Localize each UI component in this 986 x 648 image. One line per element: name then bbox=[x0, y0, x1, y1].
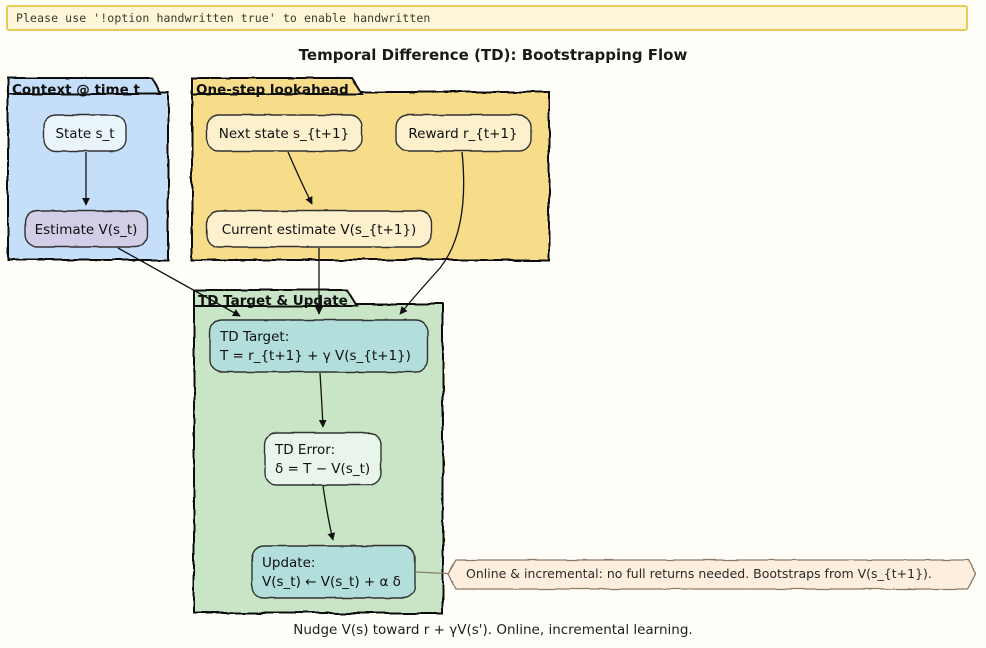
node-td-error-line-1: TD Error: bbox=[274, 442, 335, 458]
edge-estimate-to-td-target bbox=[117, 247, 241, 317]
node-update-rule[interactable]: Update: V(s_t) ← V(s_t) + α δ bbox=[251, 545, 416, 599]
node-next-state-label: Next state s_{t+1} bbox=[219, 126, 349, 142]
node-reward-box bbox=[395, 114, 532, 152]
node-next-state[interactable]: Next state s_{t+1} bbox=[206, 114, 363, 152]
node-update-rule-line-1: Update: bbox=[262, 555, 315, 571]
cluster-lookahead-tab bbox=[191, 77, 364, 95]
handwritten-option-banner: Please use '!option handwritten true' to… bbox=[6, 5, 968, 31]
node-current-estimate-label: Current estimate V(s_{t+1}) bbox=[222, 222, 417, 238]
cluster-context-label: Context @ time t bbox=[12, 82, 140, 98]
node-td-target-box bbox=[209, 319, 429, 373]
note-online-box bbox=[447, 559, 977, 590]
banner-message: Please use '!option handwritten true' to… bbox=[16, 11, 431, 25]
node-td-error[interactable]: TD Error: δ = T − V(s_t) bbox=[264, 432, 382, 486]
node-current-estimate[interactable]: Current estimate V(s_{t+1}) bbox=[206, 210, 432, 248]
cluster-update-label: TD Target & Update bbox=[198, 293, 348, 309]
edge-td-error-to-update bbox=[322, 485, 336, 541]
node-estimate-label: Estimate V(s_t) bbox=[35, 222, 138, 238]
node-next-state-box bbox=[206, 114, 363, 152]
node-state[interactable]: State s_t bbox=[43, 114, 127, 152]
note-online: Online & incremental: no full returns ne… bbox=[447, 559, 977, 590]
note-online-text: Online & incremental: no full returns ne… bbox=[466, 566, 932, 581]
node-reward[interactable]: Reward r_{t+1} bbox=[395, 114, 532, 152]
edge-reward-to-td-target bbox=[399, 151, 465, 315]
cluster-context-tab bbox=[7, 77, 162, 95]
edge-td-target-to-td-error bbox=[318, 372, 327, 428]
node-td-error-line-2: δ = T − V(s_t) bbox=[275, 461, 370, 477]
cluster-update-tab bbox=[193, 289, 359, 307]
edge-next-state-to-current-estimate bbox=[287, 151, 313, 205]
node-update-rule-box bbox=[251, 545, 416, 599]
diagram-title: Temporal Difference (TD): Bootstrapping … bbox=[298, 46, 688, 64]
node-estimate-box bbox=[24, 210, 148, 248]
cluster-lookahead-label: One-step lookahead bbox=[196, 82, 349, 98]
diagram-caption: Nudge V(s) toward r + γV(s'). Online, in… bbox=[293, 622, 693, 638]
node-update-rule-line-2: V(s_t) ← V(s_t) + α δ bbox=[262, 574, 401, 590]
node-current-estimate-box bbox=[206, 210, 432, 248]
node-state-box bbox=[43, 114, 127, 152]
node-reward-label: Reward r_{t+1} bbox=[408, 126, 517, 142]
node-td-target[interactable]: TD Target: T = r_{t+1} + γ V(s_{t+1}) bbox=[209, 319, 429, 373]
node-state-label: State s_t bbox=[55, 126, 114, 142]
node-estimate[interactable]: Estimate V(s_t) bbox=[24, 210, 148, 248]
node-td-target-line-2: T = r_{t+1} + γ V(s_{t+1}) bbox=[219, 348, 411, 364]
node-td-target-line-1: TD Target: bbox=[219, 329, 289, 345]
node-td-error-box bbox=[264, 432, 382, 486]
